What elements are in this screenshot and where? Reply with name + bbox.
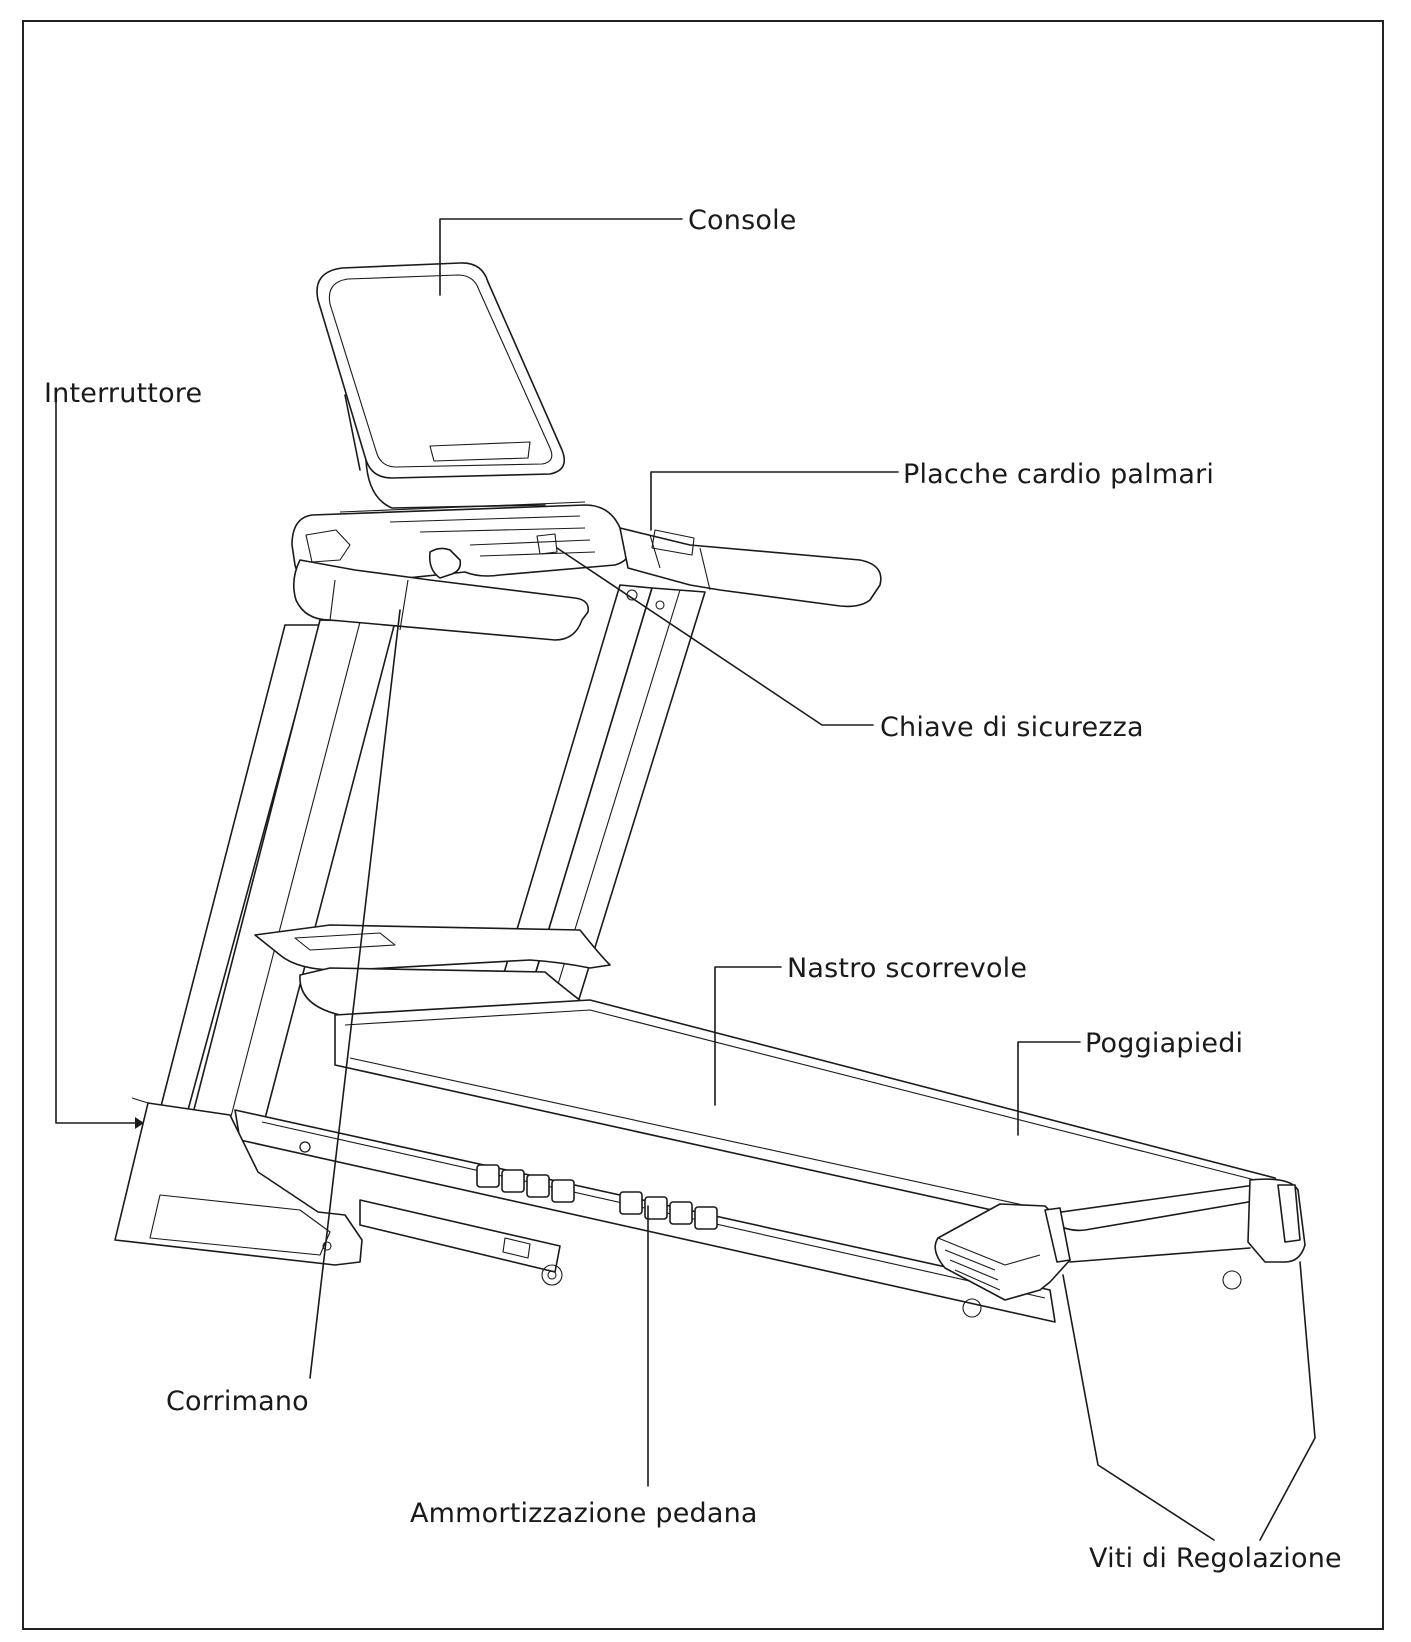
leader-corrimano [309, 609, 401, 1379]
leader-chiave [556, 547, 874, 726]
rear-end-caps [934, 1178, 1306, 1318]
label-interruttore: Interruttore [44, 378, 203, 409]
console-screen [316, 262, 566, 509]
label-corrimano: Corrimano [166, 1386, 309, 1417]
cushion-blocks-left [476, 1164, 575, 1203]
label-viti-di-regolazione: Viti di Regolazione [1089, 1543, 1342, 1574]
handrail-left [292, 547, 590, 641]
arrowhead-interruttore [135, 1117, 144, 1129]
leader-console [439, 218, 683, 296]
diagram-frame [22, 20, 1384, 1630]
label-poggiapiedi: Poggiapiedi [1085, 1028, 1244, 1059]
leader-nastro [714, 966, 782, 1106]
label-chiave-di-sicurezza: Chiave di sicurezza [880, 712, 1144, 743]
leader-placche [650, 471, 899, 531]
label-console: Console [688, 205, 797, 236]
leader-poggiapiedi [1017, 1041, 1081, 1136]
cushion-blocks-right [619, 1191, 718, 1230]
leader-viti-left [1062, 1274, 1215, 1541]
label-nastro-scorrevole: Nastro scorrevole [787, 953, 1028, 984]
label-placche-cardio-palmari: Placche cardio palmari [903, 459, 1215, 490]
leader-interruttore [55, 394, 136, 1124]
leader-viti-right [1259, 1261, 1316, 1541]
console-housing [291, 501, 632, 587]
leader-lines [55, 218, 1316, 1541]
motor-hood [254, 924, 611, 1016]
handrail-right [619, 527, 882, 608]
label-ammortizzazione-pedana: Ammortizzazione pedana [410, 1498, 758, 1529]
